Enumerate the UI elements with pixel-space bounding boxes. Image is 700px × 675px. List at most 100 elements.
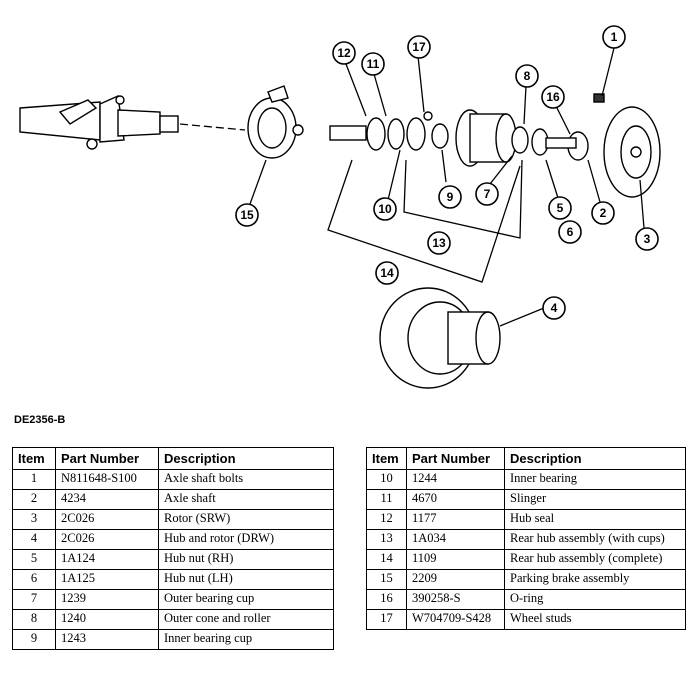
- svg-text:9: 9: [447, 190, 454, 204]
- cell-description: Slinger: [504, 489, 686, 510]
- cell-item: 8: [12, 609, 56, 630]
- cell-part-number: 2209: [406, 569, 505, 590]
- svg-text:3: 3: [644, 232, 651, 246]
- parking-brake-assembly: [247, 85, 304, 159]
- cell-description: Hub nut (RH): [158, 549, 334, 570]
- callout-1: 1: [602, 25, 626, 49]
- callout-3: 3: [635, 227, 659, 251]
- cell-description: Hub nut (LH): [158, 569, 334, 590]
- cell-item: 15: [366, 569, 407, 590]
- header-item: Item: [12, 447, 56, 470]
- axle-shaft-bolt: [593, 93, 605, 103]
- cell-item: 3: [12, 509, 56, 530]
- cell-description: Parking brake assembly: [504, 569, 686, 590]
- cell-item: 2: [12, 489, 56, 510]
- callout-15: 15: [235, 203, 259, 227]
- callout-12: 12: [332, 41, 356, 65]
- cell-item: 1: [12, 469, 56, 490]
- cell-description: Rear hub assembly (with cups): [504, 529, 686, 550]
- cell-description: Outer cone and roller: [158, 609, 334, 630]
- cell-part-number: 1243: [55, 629, 159, 650]
- table-header-row: Item Part Number Description: [366, 447, 686, 470]
- cell-description: Hub seal: [504, 509, 686, 530]
- cell-part-number: W704709-S428: [406, 609, 505, 630]
- svg-text:2: 2: [600, 206, 607, 220]
- callout-13: 13: [427, 231, 451, 255]
- callout-17: 17: [407, 35, 431, 59]
- cell-description: Axle shaft: [158, 489, 334, 510]
- cell-part-number: 1109: [406, 549, 505, 570]
- callout-11: 11: [361, 52, 385, 76]
- callout-8: 8: [515, 64, 539, 88]
- callout-leaders: [249, 47, 645, 327]
- header-part-number: Part Number: [55, 447, 159, 470]
- cell-part-number: 1177: [406, 509, 505, 530]
- callout-5: 5: [548, 196, 572, 220]
- cell-item: 9: [12, 629, 56, 650]
- header-description: Description: [158, 447, 334, 470]
- cell-part-number: 4234: [55, 489, 159, 510]
- cell-item: 10: [366, 469, 407, 490]
- cell-item: 13: [366, 529, 407, 550]
- callout-14: 14: [375, 261, 399, 285]
- axle-shaft-and-bearings: [329, 111, 449, 151]
- cell-part-number: 2C026: [55, 529, 159, 550]
- callout-6: 6: [558, 220, 582, 244]
- cell-item: 14: [366, 549, 407, 570]
- cell-item: 5: [12, 549, 56, 570]
- rotor-srw: [603, 106, 661, 198]
- svg-text:7: 7: [484, 187, 491, 201]
- cell-part-number: 1244: [406, 469, 505, 490]
- callout-9: 9: [438, 185, 462, 209]
- svg-text:11: 11: [367, 57, 380, 71]
- cell-part-number: 2C026: [55, 509, 159, 530]
- figure-id: DE2356-B: [14, 414, 66, 426]
- cell-item: 6: [12, 569, 56, 590]
- cell-item: 16: [366, 589, 407, 610]
- cell-description: Inner bearing: [504, 469, 686, 490]
- cell-description: Rear hub assembly (complete): [504, 549, 686, 570]
- cell-item: 17: [366, 609, 407, 630]
- hub-and-rotor-drw: [379, 287, 501, 389]
- cell-description: Inner bearing cup: [158, 629, 334, 650]
- header-description: Description: [504, 447, 686, 470]
- svg-text:6: 6: [567, 225, 574, 239]
- cell-part-number: 1239: [55, 589, 159, 610]
- callout-2: 2: [591, 201, 615, 225]
- table-header-row: Item Part Number Description: [12, 447, 334, 470]
- svg-text:12: 12: [337, 46, 351, 60]
- cell-item: 7: [12, 589, 56, 610]
- cell-description: O-ring: [504, 589, 686, 610]
- svg-text:5: 5: [557, 201, 564, 215]
- callout-16: 16: [541, 85, 565, 109]
- svg-text:13: 13: [432, 236, 446, 250]
- svg-text:10: 10: [378, 202, 392, 216]
- cell-item: 11: [366, 489, 407, 510]
- cell-description: Outer bearing cup: [158, 589, 334, 610]
- svg-text:17: 17: [412, 40, 426, 54]
- cell-part-number: N811648-S100: [55, 469, 159, 490]
- header-part-number: Part Number: [406, 447, 505, 470]
- svg-text:1: 1: [611, 30, 618, 44]
- callout-10: 10: [373, 197, 397, 221]
- header-item: Item: [366, 447, 407, 470]
- cell-item: 4: [12, 529, 56, 550]
- cell-part-number: 390258-S: [406, 589, 505, 610]
- cell-part-number: 1A034: [406, 529, 505, 550]
- callout-7: 7: [475, 182, 499, 206]
